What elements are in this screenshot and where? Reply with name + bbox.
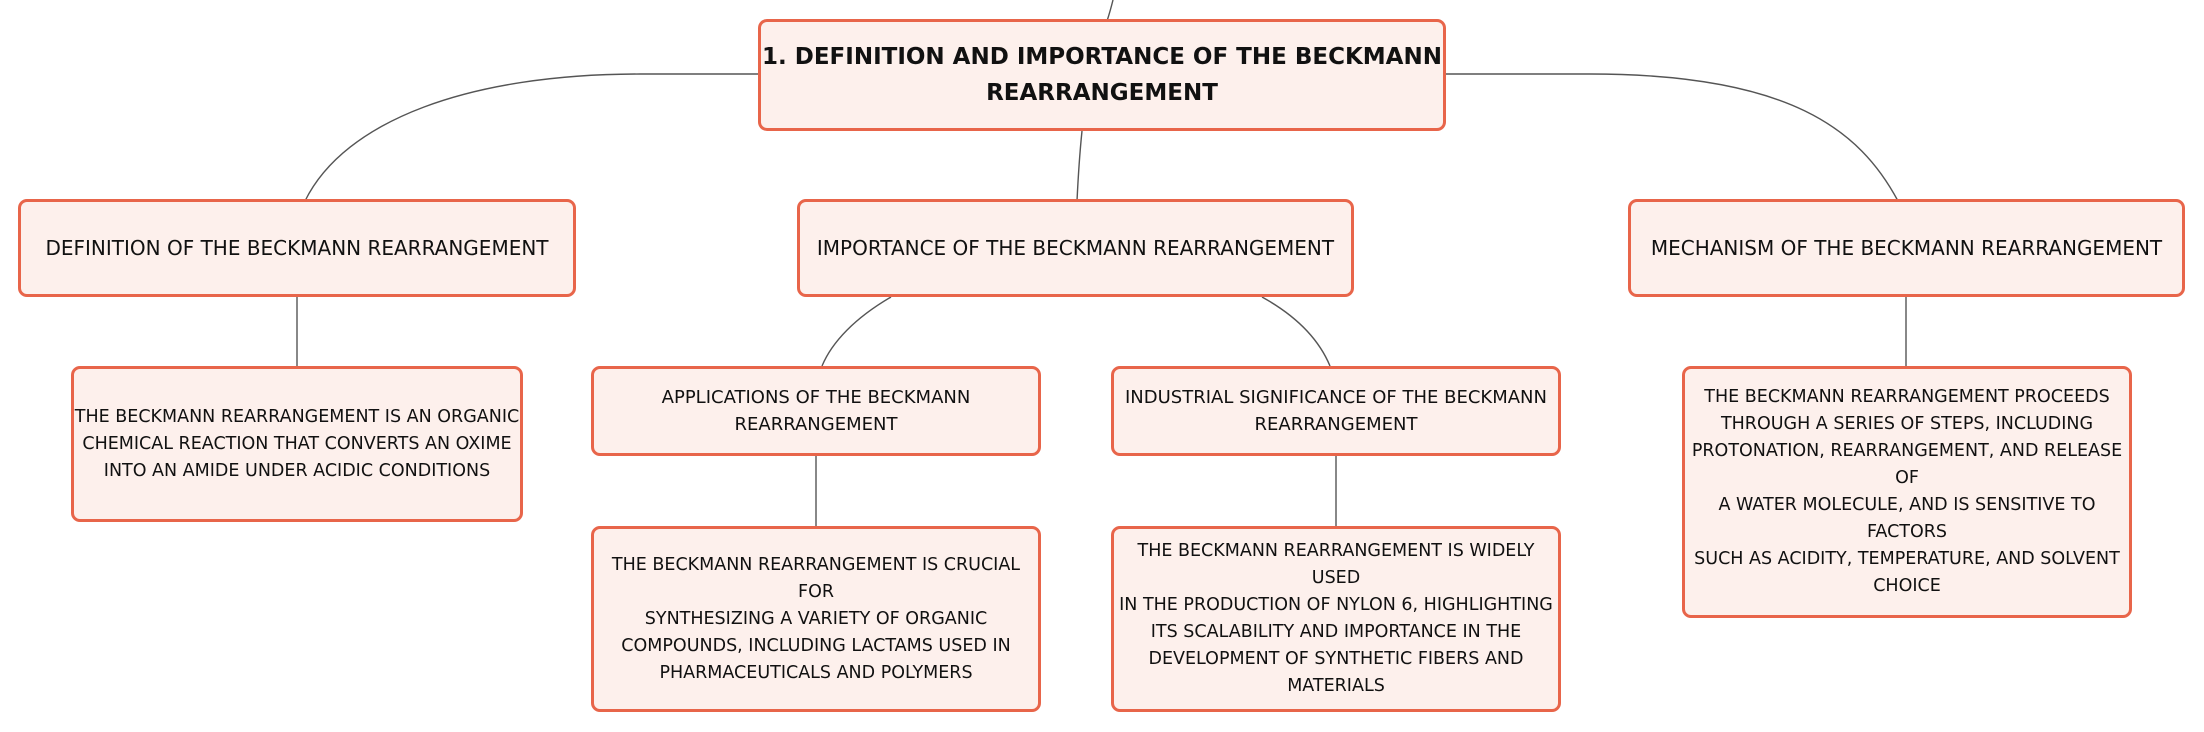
industrial-significance-detail-node[interactable]: THE BECKMANN REARRANGEMENT IS WIDELY USE… <box>1111 526 1561 712</box>
definition-detail-text: THE BECKMANN REARRANGEMENT IS AN ORGANIC… <box>74 406 520 481</box>
definition-node-label: DEFINITION OF THE BECKMANN REARRANGEMENT <box>45 236 549 260</box>
industrial-significance-node-label: INDUSTRIAL SIGNIFICANCE OF THE BECKMANN … <box>1125 387 1547 435</box>
root-node[interactable]: 1. DEFINITION AND IMPORTANCE OF THE BECK… <box>758 19 1446 131</box>
connector-root-definition <box>304 73 758 202</box>
connector-root-importance <box>1076 130 1083 202</box>
applications-node-label: APPLICATIONS OF THE BECKMANN REARRANGEME… <box>661 387 971 435</box>
root-node-label: 1. DEFINITION AND IMPORTANCE OF THE BECK… <box>762 44 1442 106</box>
mechanism-node-label: MECHANISM OF THE BECKMANN REARRANGEMENT <box>1650 236 2163 260</box>
mechanism-detail-node[interactable]: THE BECKMANN REARRANGEMENT PROCEEDS THRO… <box>1682 366 2132 618</box>
mechanism-node[interactable]: MECHANISM OF THE BECKMANN REARRANGEMENT <box>1628 199 2185 297</box>
definition-detail-node[interactable]: THE BECKMANN REARRANGEMENT IS AN ORGANIC… <box>71 366 523 522</box>
applications-node[interactable]: APPLICATIONS OF THE BECKMANN REARRANGEME… <box>591 366 1041 456</box>
industrial-significance-detail-text: THE BECKMANN REARRANGEMENT IS WIDELY USE… <box>1119 541 1553 696</box>
applications-detail-text: THE BECKMANN REARRANGEMENT IS CRUCIAL FO… <box>611 554 1021 683</box>
definition-node[interactable]: DEFINITION OF THE BECKMANN REARRANGEMENT <box>18 199 576 297</box>
importance-node[interactable]: IMPORTANCE OF THE BECKMANN REARRANGEMENT <box>797 199 1354 297</box>
mechanism-detail-text: THE BECKMANN REARRANGEMENT PROCEEDS THRO… <box>1691 387 2123 596</box>
applications-detail-node[interactable]: THE BECKMANN REARRANGEMENT IS CRUCIAL FO… <box>591 526 1041 712</box>
connector-incoming-root <box>1106 0 1114 22</box>
connector-root-mechanism <box>1446 73 1899 202</box>
industrial-significance-node[interactable]: INDUSTRIAL SIGNIFICANCE OF THE BECKMANN … <box>1111 366 1561 456</box>
importance-node-label: IMPORTANCE OF THE BECKMANN REARRANGEMENT <box>816 236 1335 260</box>
connector-importance-industrial <box>1261 296 1331 367</box>
connector-importance-applications <box>821 296 892 367</box>
